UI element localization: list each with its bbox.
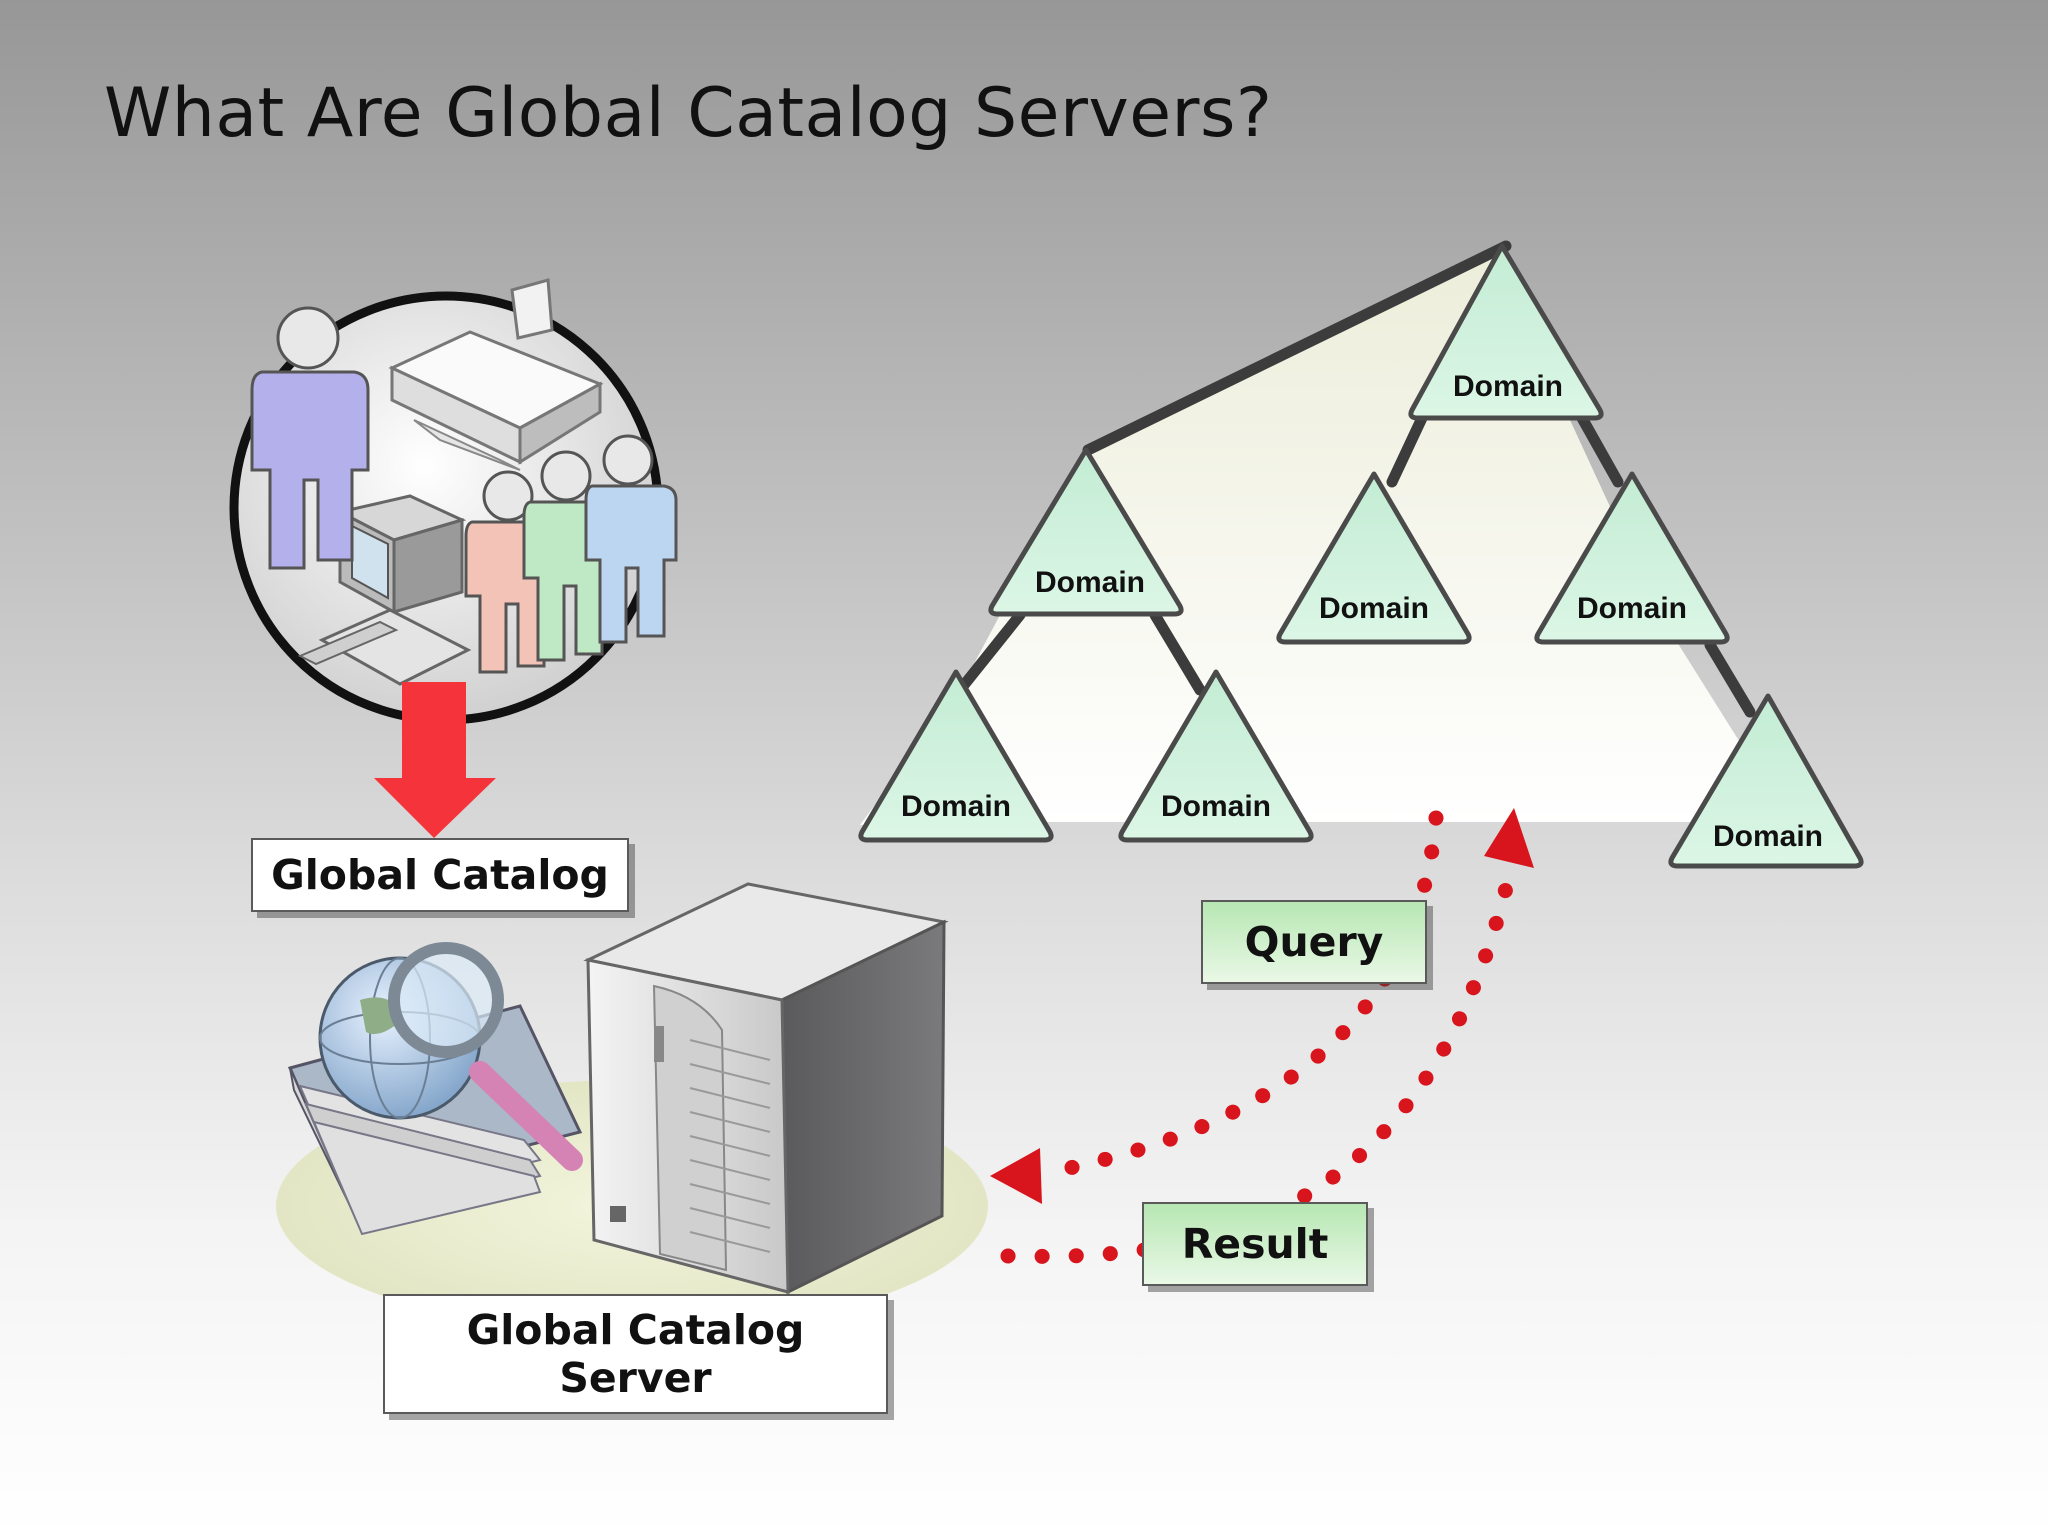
query-arrow	[990, 810, 1444, 1204]
domain-label: Domain	[1319, 592, 1429, 625]
global-catalog-server-label-line2: Server	[559, 1354, 712, 1402]
server-icon	[583, 882, 949, 1295]
domain-label: Domain	[1161, 790, 1271, 823]
tree-line	[1704, 639, 1756, 718]
tree-line	[1576, 412, 1624, 488]
domain-triangle: Domain	[1408, 243, 1604, 421]
result-label: Result	[1142, 1202, 1368, 1286]
query-arrowhead	[990, 1148, 1042, 1204]
down-arrow-icon	[374, 682, 496, 838]
user-icon	[250, 306, 370, 570]
tree-line	[1149, 609, 1206, 696]
domain-label: Domain	[1577, 592, 1687, 625]
globe-magnifier-icon	[287, 942, 583, 1236]
printer-icon	[388, 278, 604, 471]
user-icon	[584, 434, 678, 644]
domain-triangle: Domain	[1668, 693, 1864, 869]
domain-label: Domain	[901, 790, 1011, 823]
domain-label: Domain	[1713, 820, 1823, 853]
domain-triangle: Domain	[1534, 471, 1730, 645]
directory-objects-icon	[229, 278, 678, 725]
domain-triangle: Domain	[858, 669, 1054, 843]
domain-label: Domain	[1453, 370, 1563, 403]
tree-line	[954, 609, 1026, 696]
domain-forest: Domain Domain Domain Domain Domain Domai…	[858, 240, 1864, 869]
global-catalog-server-label-line1: Global Catalog	[466, 1306, 805, 1354]
domain-label: Domain	[1035, 566, 1145, 599]
domain-triangle: Domain	[988, 447, 1184, 617]
result-arrow	[1000, 808, 1534, 1264]
domain-triangle: Domain	[1118, 669, 1314, 843]
global-catalog-label: Global Catalog	[251, 838, 629, 912]
global-catalog-server-label: Global Catalog Server	[383, 1294, 888, 1414]
result-arrowhead	[1484, 808, 1534, 868]
slide-title: What Are Global Catalog Servers?	[104, 74, 1273, 153]
query-label: Query	[1201, 900, 1427, 984]
domain-triangle: Domain	[1276, 471, 1472, 645]
forest-root-line	[1082, 240, 1512, 456]
tree-line	[1386, 412, 1428, 488]
